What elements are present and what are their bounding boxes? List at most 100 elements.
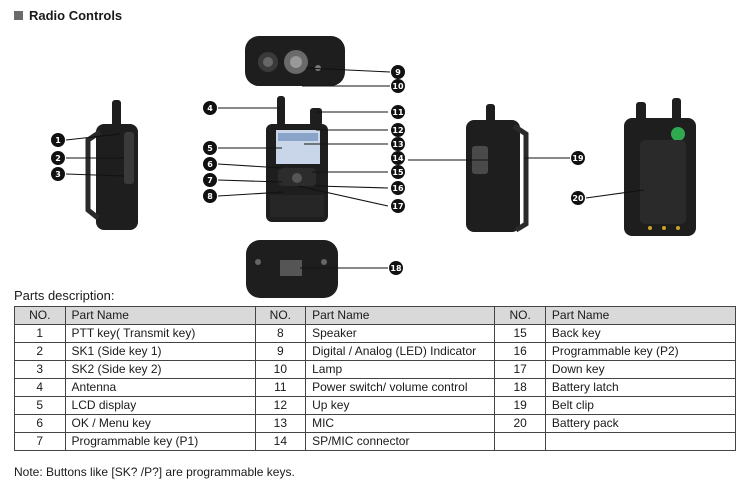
table-header-row: NO. Part Name NO. Part Name NO. Part Nam… (14, 306, 737, 325)
svg-text:6: 6 (207, 160, 213, 169)
svg-text:9: 9 (395, 68, 401, 77)
callout-marker-20: 20 (571, 191, 585, 205)
title-square-icon (14, 11, 23, 20)
cell-no: 13 (254, 414, 307, 433)
cell-part-name: Down key (544, 360, 737, 379)
callout-marker-1: 1 (51, 133, 65, 147)
callout-marker-4: 4 (203, 101, 217, 115)
callout-marker-15: 15 (391, 165, 405, 179)
callout-marker-19: 19 (571, 151, 585, 165)
section-title: Radio Controls (14, 8, 122, 23)
cell-part-name (544, 432, 737, 451)
cell-part-name: Battery pack (544, 414, 737, 433)
radio-rear-view (624, 98, 696, 236)
cell-no: 17 (494, 360, 546, 379)
cell-no: 14 (254, 432, 307, 451)
cell-no: 4 (14, 378, 66, 397)
header-no-2: NO. (254, 306, 307, 325)
callout-marker-18: 18 (389, 261, 403, 275)
header-part-name-3: Part Name (544, 306, 737, 325)
table-row: 1 PTT key( Transmit key) 8 Speaker 15 Ba… (14, 324, 737, 343)
svg-text:12: 12 (392, 126, 403, 135)
cell-no (494, 432, 546, 451)
svg-text:2: 2 (55, 154, 61, 163)
cell-part-name: Programmable key (P1) (64, 432, 256, 451)
svg-text:11: 11 (392, 108, 404, 117)
table-row: 3 SK2 (Side key 2) 10 Lamp 17 Down key (14, 360, 737, 379)
table-row: 4 Antenna 11 Power switch/ volume contro… (14, 378, 737, 397)
svg-text:13: 13 (392, 140, 403, 149)
cell-no: 18 (494, 378, 546, 397)
table-row: 7 Programmable key (P1) 14 SP/MIC connec… (14, 432, 737, 451)
cell-part-name: LCD display (64, 396, 256, 415)
callout-marker-2: 2 (51, 151, 65, 165)
cell-part-name: Digital / Analog (LED) Indicator (305, 342, 496, 361)
radio-left-side-view (85, 100, 138, 230)
svg-text:10: 10 (392, 82, 404, 91)
cell-part-name: PTT key( Transmit key) (64, 324, 256, 343)
callout-marker-11: 11 (391, 105, 405, 119)
callout-marker-10: 10 (391, 79, 405, 93)
svg-text:4: 4 (207, 104, 213, 113)
callout-marker-9: 9 (391, 65, 405, 79)
cell-part-name: Antenna (64, 378, 256, 397)
header-no-3: NO. (494, 306, 546, 325)
cell-part-name: Battery latch (544, 378, 737, 397)
cell-no: 11 (254, 378, 307, 397)
parts-description-label: Parts description: (14, 288, 115, 303)
callout-marker-7: 7 (203, 173, 217, 187)
cell-part-name: Speaker (305, 324, 496, 343)
cell-no: 5 (14, 396, 66, 415)
cell-no: 19 (494, 396, 546, 415)
callout-leader-lines (65, 67, 645, 269)
table-row: 2 SK1 (Side key 1) 9 Digital / Analog (L… (14, 342, 737, 361)
header-part-name-2: Part Name (305, 306, 496, 325)
svg-text:18: 18 (390, 264, 402, 273)
cell-part-name: Up key (305, 396, 496, 415)
svg-text:20: 20 (572, 194, 584, 203)
header-no-1: NO. (14, 306, 66, 325)
section-title-text: Radio Controls (29, 8, 123, 23)
cell-no: 8 (254, 324, 307, 343)
cell-no: 3 (14, 360, 66, 379)
cell-part-name: SP/MIC connector (305, 432, 496, 451)
cell-no: 2 (14, 342, 66, 361)
svg-text:1: 1 (55, 136, 61, 145)
svg-text:8: 8 (207, 192, 213, 201)
cell-part-name: Power switch/ volume control (305, 378, 496, 397)
cell-no: 9 (254, 342, 307, 361)
callout-marker-12: 12 (391, 123, 405, 137)
radio-right-side-view (466, 104, 529, 233)
svg-text:19: 19 (572, 154, 584, 163)
callout-marker-17: 17 (391, 199, 405, 213)
cell-no: 1 (14, 324, 66, 343)
parts-table: NO. Part Name NO. Part Name NO. Part Nam… (14, 306, 737, 451)
svg-text:7: 7 (207, 176, 213, 185)
cell-part-name: Back key (544, 324, 737, 343)
callout-marker-5: 5 (203, 141, 217, 155)
cell-part-name: SK2 (Side key 2) (64, 360, 256, 379)
cell-part-name: OK / Menu key (64, 414, 256, 433)
cell-part-name: SK1 (Side key 1) (64, 342, 256, 361)
cell-no: 20 (494, 414, 546, 433)
cell-part-name: Lamp (305, 360, 496, 379)
cell-part-name: Programmable key (P2) (544, 342, 737, 361)
callout-marker-6: 6 (203, 157, 217, 171)
svg-text:16: 16 (392, 184, 404, 193)
cell-no: 7 (14, 432, 66, 451)
cell-no: 12 (254, 396, 307, 415)
callout-marker-8: 8 (203, 189, 217, 203)
table-row: 6 OK / Menu key 13 MIC 20 Battery pack (14, 414, 737, 433)
callout-marker-3: 3 (51, 167, 65, 181)
radio-front-view (266, 96, 328, 222)
cell-part-name: Belt clip (544, 396, 737, 415)
callout-marker-14: 14 (391, 151, 405, 165)
callout-marker-16: 16 (391, 181, 405, 195)
radio-diagram: 1 2 3 4 5 6 7 8 9 10 11 12 13 14 15 16 1… (51, 36, 696, 298)
cell-part-name: MIC (305, 414, 496, 433)
cell-no: 16 (494, 342, 546, 361)
cell-no: 15 (494, 324, 546, 343)
header-part-name-1: Part Name (64, 306, 256, 325)
svg-text:14: 14 (392, 154, 404, 163)
svg-text:5: 5 (207, 144, 213, 153)
